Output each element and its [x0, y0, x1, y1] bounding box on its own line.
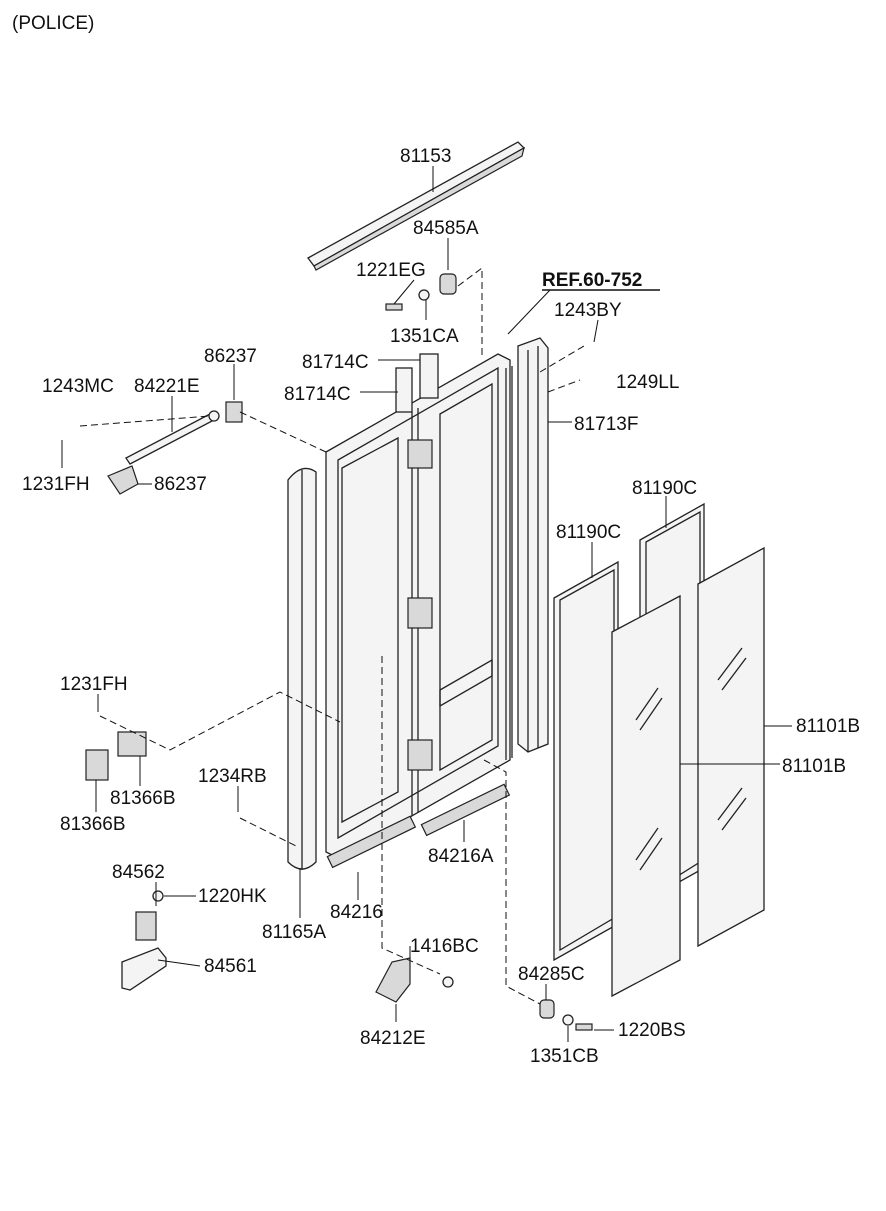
assembly-line	[239, 411, 327, 453]
washer-1351CB[interactable]	[562, 1014, 574, 1026]
top-rail-part[interactable]	[307, 141, 526, 271]
label-81713F: 81713F	[574, 414, 638, 435]
page-header: (POLICE)	[12, 13, 95, 34]
side-channel-part[interactable]	[505, 337, 549, 760]
label-81153: 81153	[400, 146, 451, 167]
leader-lines	[61, 166, 792, 1042]
bolt-1221EG[interactable]	[385, 303, 403, 311]
door-frame-part[interactable]	[325, 353, 511, 859]
label-84285C: 84285C	[518, 964, 585, 985]
label-81101B-b: 81101B	[782, 756, 846, 777]
assembly-line	[539, 345, 585, 373]
label-1351CA: 1351CA	[390, 326, 459, 347]
label-81190C-b: 81190C	[556, 522, 621, 543]
bracket-81366B-front[interactable]	[117, 731, 147, 757]
label-1221EG: 1221EG	[356, 260, 426, 281]
label-84561: 84561	[204, 956, 257, 977]
rail-84216A[interactable]	[420, 783, 511, 837]
label-81366B-a: 81366B	[110, 788, 176, 809]
label-81714C-a: 81714C	[302, 352, 369, 373]
screw-1416BC[interactable]	[442, 976, 454, 988]
label-1220HK: 1220HK	[198, 886, 267, 907]
label-84212E: 84212E	[360, 1028, 426, 1049]
assembly-line	[547, 379, 581, 393]
rod-part[interactable]	[125, 410, 220, 465]
clip-84562[interactable]	[135, 911, 157, 941]
label-1249LL: 1249LL	[616, 372, 679, 393]
label-81714C-b: 81714C	[284, 384, 351, 405]
label-81366B-b: 81366B	[60, 814, 126, 835]
label-81165A: 81165A	[262, 922, 326, 943]
washer-1351CA[interactable]	[418, 289, 430, 301]
glass-panel-81101B-back[interactable]	[697, 546, 765, 948]
label-84216: 84216	[330, 902, 383, 923]
bracket-86237-top[interactable]	[225, 401, 243, 423]
label-84216A: 84216A	[428, 846, 494, 867]
label-86237-bottom: 86237	[154, 474, 207, 495]
bracket-84212E[interactable]	[375, 957, 411, 1003]
label-1231FH-top: 1231FH	[22, 474, 90, 495]
label-ref-60-752: REF.60-752	[542, 270, 642, 291]
glass-panel-81101B-front[interactable]	[611, 594, 681, 998]
label-84562: 84562	[112, 862, 165, 883]
assembly-line	[457, 267, 483, 356]
label-1351CB: 1351CB	[530, 1046, 599, 1067]
label-84585A: 84585A	[413, 218, 479, 239]
label-81101B-a: 81101B	[796, 716, 860, 737]
assembly-line	[99, 691, 341, 751]
left-column-part[interactable]	[287, 467, 317, 870]
glass-panel-81190C-left[interactable]	[553, 560, 619, 962]
label-81190C-a: 81190C	[632, 478, 697, 499]
label-1231FH-mid: 1231FH	[60, 674, 128, 695]
label-1234RB: 1234RB	[198, 766, 267, 787]
label-1416BC: 1416BC	[410, 936, 479, 957]
bracket-86237-bottom[interactable]	[107, 465, 139, 495]
label-1220BS: 1220BS	[618, 1020, 686, 1041]
assembly-line	[381, 656, 441, 975]
base-84561[interactable]	[121, 947, 167, 991]
label-86237-top: 86237	[204, 346, 257, 367]
rail-84216[interactable]	[326, 815, 417, 869]
label-1243MC: 1243MC	[42, 376, 114, 397]
label-1243BY: 1243BY	[554, 300, 622, 321]
bushing-84285C[interactable]	[539, 999, 555, 1019]
bracket-81366B-back[interactable]	[85, 749, 109, 781]
assembly-line	[483, 759, 541, 1005]
label-84221E: 84221E	[134, 376, 200, 397]
bolt-1220BS[interactable]	[575, 1023, 593, 1031]
screw-1220HK[interactable]	[152, 890, 164, 902]
bushing-84585A[interactable]	[439, 273, 457, 295]
